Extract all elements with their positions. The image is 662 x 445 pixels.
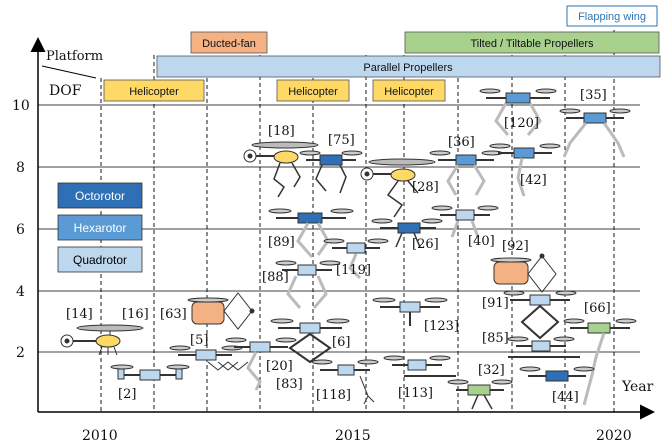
y-tick-label: 8 xyxy=(16,160,25,176)
helicopter-icon xyxy=(60,324,144,356)
ref-label: [16] xyxy=(122,307,149,322)
svg-text:Parallel Propellers: Parallel Propellers xyxy=(363,62,453,74)
quadrotor-arm-icon xyxy=(275,260,341,309)
quadrotor-arm-icon xyxy=(507,336,580,358)
ref-label: [120] xyxy=(504,116,539,131)
svg-text:Helicopter: Helicopter xyxy=(129,86,179,98)
quadrotor-icon xyxy=(110,364,190,381)
ref-label: [83] xyxy=(276,377,303,392)
quadrotor-arm-icon xyxy=(431,205,499,238)
ref-label: [26] xyxy=(412,237,439,252)
ducted-fan-bar: Ducted-fan xyxy=(190,31,268,54)
x-title-year: Year xyxy=(621,379,654,395)
ducted-fan-icon xyxy=(490,253,557,293)
ducted-fan-icon xyxy=(187,292,255,330)
platform-dof-divider xyxy=(41,65,97,79)
svg-text:Hexarotor: Hexarotor xyxy=(74,221,127,235)
ref-label: [89] xyxy=(268,235,295,250)
quadrotor-arm-icon xyxy=(503,290,577,340)
tilted-quadrotor-icon xyxy=(447,379,513,410)
ref-label: [88] xyxy=(262,270,289,285)
ref-label: [92] xyxy=(502,239,529,254)
ref-label: [32] xyxy=(478,363,505,378)
svg-text:Octorotor: Octorotor xyxy=(75,189,125,203)
ref-label: [42] xyxy=(520,173,547,188)
ref-label: [85] xyxy=(482,331,509,346)
parallel-propellers-bar: Parallel Propellers xyxy=(156,55,661,78)
ref-label: [44] xyxy=(552,390,579,405)
y-title-platform: Platform xyxy=(46,49,103,64)
ref-label: [91] xyxy=(482,296,509,311)
quadrotor-arm-icon xyxy=(270,318,350,364)
y-tick-label: 10 xyxy=(12,98,30,114)
ref-label: [113] xyxy=(398,386,433,401)
helicopter-icon xyxy=(243,141,319,198)
legend-quadrotor: Quadrotor xyxy=(57,246,143,273)
ref-label: [118] xyxy=(316,388,351,403)
svg-text:Tilted / Tiltable Propellers: Tilted / Tiltable Propellers xyxy=(470,38,594,50)
y-tick-label: 2 xyxy=(16,345,25,361)
y-tick-label: 6 xyxy=(16,222,25,238)
ref-label: [2] xyxy=(118,387,136,402)
hexarotor-icon xyxy=(429,150,503,196)
helicopter-bar-2: Helicopter xyxy=(276,79,350,102)
quadrotor-arm-icon xyxy=(383,355,456,377)
flapping-wing-bar: Flapping wing xyxy=(566,5,658,27)
hexarotor-icon xyxy=(559,108,631,158)
y-tick-label: 4 xyxy=(16,284,25,300)
ref-label: [40] xyxy=(468,234,495,249)
hexarotor-icon xyxy=(489,143,561,197)
svg-text:Ducted-fan: Ducted-fan xyxy=(202,38,256,50)
ref-label: [36] xyxy=(448,135,475,150)
ref-label: [18] xyxy=(268,124,295,139)
tilted-propellers-bar: Tilted / Tiltable Propellers xyxy=(404,31,660,54)
legend-hexarotor: Hexarotor xyxy=(57,214,143,241)
x-tick-label: 2010 xyxy=(82,428,118,444)
legend-octorotor: Octorotor xyxy=(57,182,143,209)
ref-label: [14] xyxy=(66,307,93,322)
tilted-quadrotor-icon xyxy=(563,318,637,406)
ref-label: [75] xyxy=(328,133,355,148)
svg-text:Quadrotor: Quadrotor xyxy=(73,253,127,267)
octorotor-icon xyxy=(371,218,443,248)
ref-label: [119] xyxy=(336,263,371,278)
ref-label: [5] xyxy=(190,333,208,348)
ref-label: [63] xyxy=(160,307,187,322)
svg-text:Helicopter: Helicopter xyxy=(288,86,338,98)
helicopter-bar-3: Helicopter xyxy=(372,79,446,102)
ref-label: [35] xyxy=(580,88,607,103)
ref-label: [28] xyxy=(412,180,439,195)
quadrotor-arm-icon xyxy=(323,238,389,280)
octorotor-icon xyxy=(519,366,595,382)
ref-label: [123] xyxy=(424,319,459,334)
helicopter-icon xyxy=(360,158,436,218)
hexarotor-icon xyxy=(299,150,363,194)
x-tick-label: 2020 xyxy=(596,428,632,444)
svg-text:Flapping wing: Flapping wing xyxy=(578,11,646,23)
reference-labels: [14] [16] [2] [63] [5] [20] [83] [6] [18… xyxy=(66,88,611,405)
quadrotor-arm-icon xyxy=(311,359,379,405)
quadrotor-arm-icon xyxy=(372,297,448,326)
ref-label: [66] xyxy=(584,301,611,316)
ref-label: [20] xyxy=(266,359,293,374)
x-tick-label: 2015 xyxy=(335,428,371,444)
drone-illustrations xyxy=(60,88,637,410)
hexarotor-icon xyxy=(479,88,557,136)
quadrotor-arm-icon xyxy=(225,337,297,391)
svg-text:Helicopter: Helicopter xyxy=(384,86,434,98)
helicopter-bar-1: Helicopter xyxy=(103,79,205,102)
ref-label: [6] xyxy=(332,335,350,350)
y-title-dof: DOF xyxy=(49,83,82,99)
